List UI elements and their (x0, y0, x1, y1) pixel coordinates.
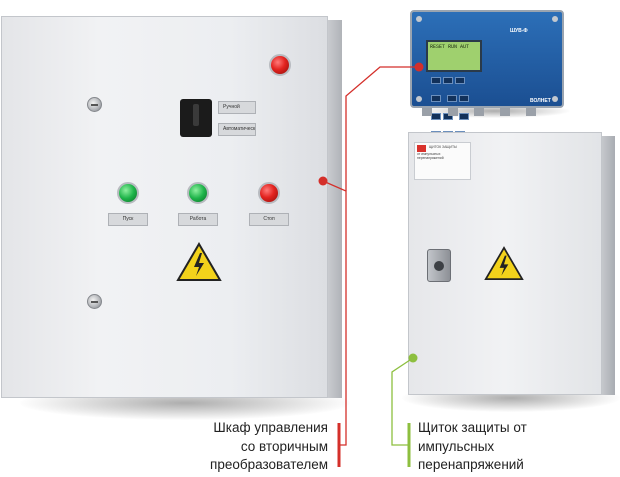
keypad-key (455, 77, 465, 84)
controller-display-text: RESET RUN AUT (430, 44, 470, 50)
lock-icon (87, 97, 102, 112)
label-line-1: ЩИТОК ЗАЩИТЫ (428, 145, 458, 149)
caption-surge-panel: Щиток защиты от импульсных перенапряжени… (418, 419, 618, 475)
controller-display: RESET RUN AUT (426, 40, 482, 72)
red-leader-line-top (345, 66, 419, 191)
stop-button (258, 182, 280, 204)
screw-icon (416, 16, 422, 22)
indicator-lamp-icon (269, 54, 291, 76)
red-dot-cabinet (318, 176, 328, 186)
keypad-key (431, 77, 441, 84)
keypad-key (431, 95, 441, 102)
caption-line: со вторичным (240, 438, 328, 454)
plate-work: Работа (178, 213, 218, 226)
product-label: ЩИТОК ЗАЩИТЫ от импульсных перенапряжени… (414, 142, 471, 180)
caption-line: Шкаф управления (213, 420, 328, 435)
lock-icon (87, 294, 102, 309)
control-cabinet-door: Ручной Автоматический Пуск Работа Стоп (1, 16, 328, 398)
mode-switch (180, 99, 212, 137)
screw-icon (552, 96, 558, 102)
warning-triangle-icon (484, 246, 524, 281)
plate-start: Пуск (108, 213, 148, 226)
work-lamp (187, 182, 209, 204)
controller-unit: RESET RUN AUT ШУВ-Ф ВОЛНЕТ (410, 10, 564, 138)
surge-panel-side (602, 136, 615, 395)
red-leader-line (322, 180, 347, 446)
plate-manual: Ручной (218, 101, 256, 114)
cable-glands (422, 108, 552, 116)
start-button (117, 182, 139, 204)
key-icon (427, 249, 451, 282)
caption-line: перенапряжений (418, 457, 524, 472)
surge-panel-door: ЩИТОК ЗАЩИТЫ от импульсных перенапряжени… (408, 132, 602, 395)
control-cabinet: Ручной Автоматический Пуск Работа Стоп (1, 16, 342, 398)
caption-line: импульсных (418, 438, 495, 454)
controller-brand: ШУВ-Ф (510, 28, 528, 34)
brand-logo-icon (417, 145, 426, 152)
red-dot-controller (414, 62, 424, 72)
plate-stop: Стоп (249, 213, 289, 226)
controller-housing: RESET RUN AUT ШУВ-Ф ВОЛНЕТ (410, 10, 564, 138)
caption-line: преобразователем (210, 457, 328, 472)
warning-triangle-icon (176, 242, 222, 281)
controller-logo: ВОЛНЕТ (530, 98, 551, 104)
caption-line: Щиток защиты от (418, 420, 527, 435)
label-line-3: перенапряжений (417, 156, 444, 160)
keypad-key (447, 95, 458, 102)
surge-protection-panel: ЩИТОК ЗАЩИТЫ от импульсных перенапряжени… (408, 132, 615, 395)
control-cabinet-side (328, 20, 342, 398)
label-line-2: от импульсных (417, 152, 441, 156)
caption-control-cabinet: Шкаф управления со вторичным преобразова… (128, 419, 328, 475)
keypad-key (459, 95, 470, 102)
screw-icon (416, 96, 422, 102)
green-dot-panel (408, 353, 418, 363)
plate-auto: Автоматический (218, 123, 256, 136)
screw-icon (552, 16, 558, 22)
green-leader-line (391, 357, 414, 446)
keypad-key (443, 77, 453, 84)
